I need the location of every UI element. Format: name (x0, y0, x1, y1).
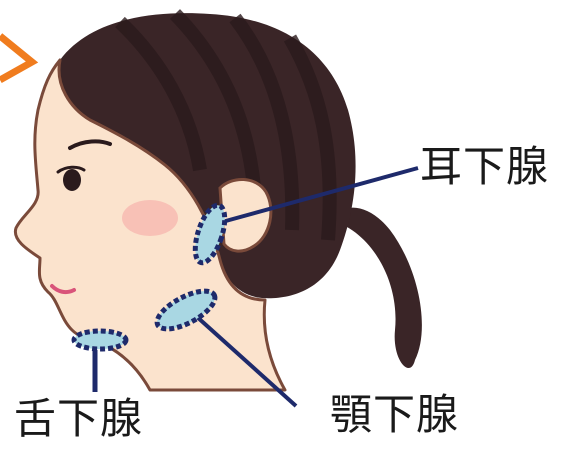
sublingual-label: 舌下腺 (14, 398, 143, 440)
orange-arrow-icon (0, 36, 32, 80)
submandibular-label: 顎下腺 (330, 394, 459, 436)
cheek-blush (122, 200, 178, 236)
sublingual-gland (74, 331, 126, 349)
parotid-label: 耳下腺 (420, 146, 549, 188)
eye (63, 169, 81, 191)
